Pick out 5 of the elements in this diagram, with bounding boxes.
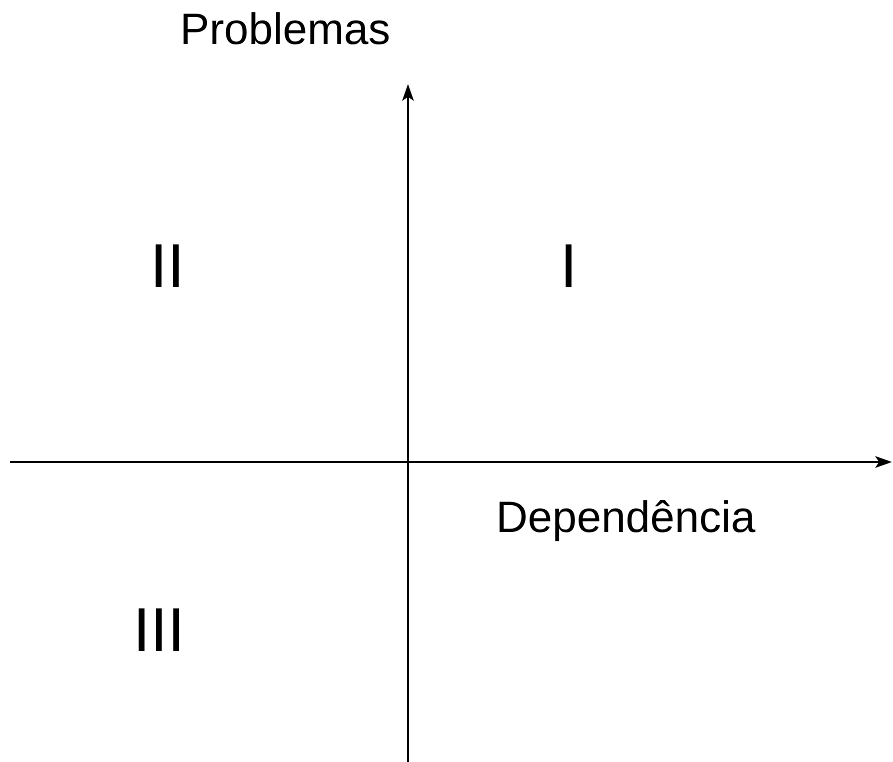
quadrant-numeral: I	[560, 236, 578, 298]
axis-title: Problemas	[180, 8, 390, 52]
quadrant-numeral: II	[150, 236, 184, 298]
axis-title: Dependência	[496, 496, 756, 540]
quadrant-numeral: III	[133, 600, 185, 662]
